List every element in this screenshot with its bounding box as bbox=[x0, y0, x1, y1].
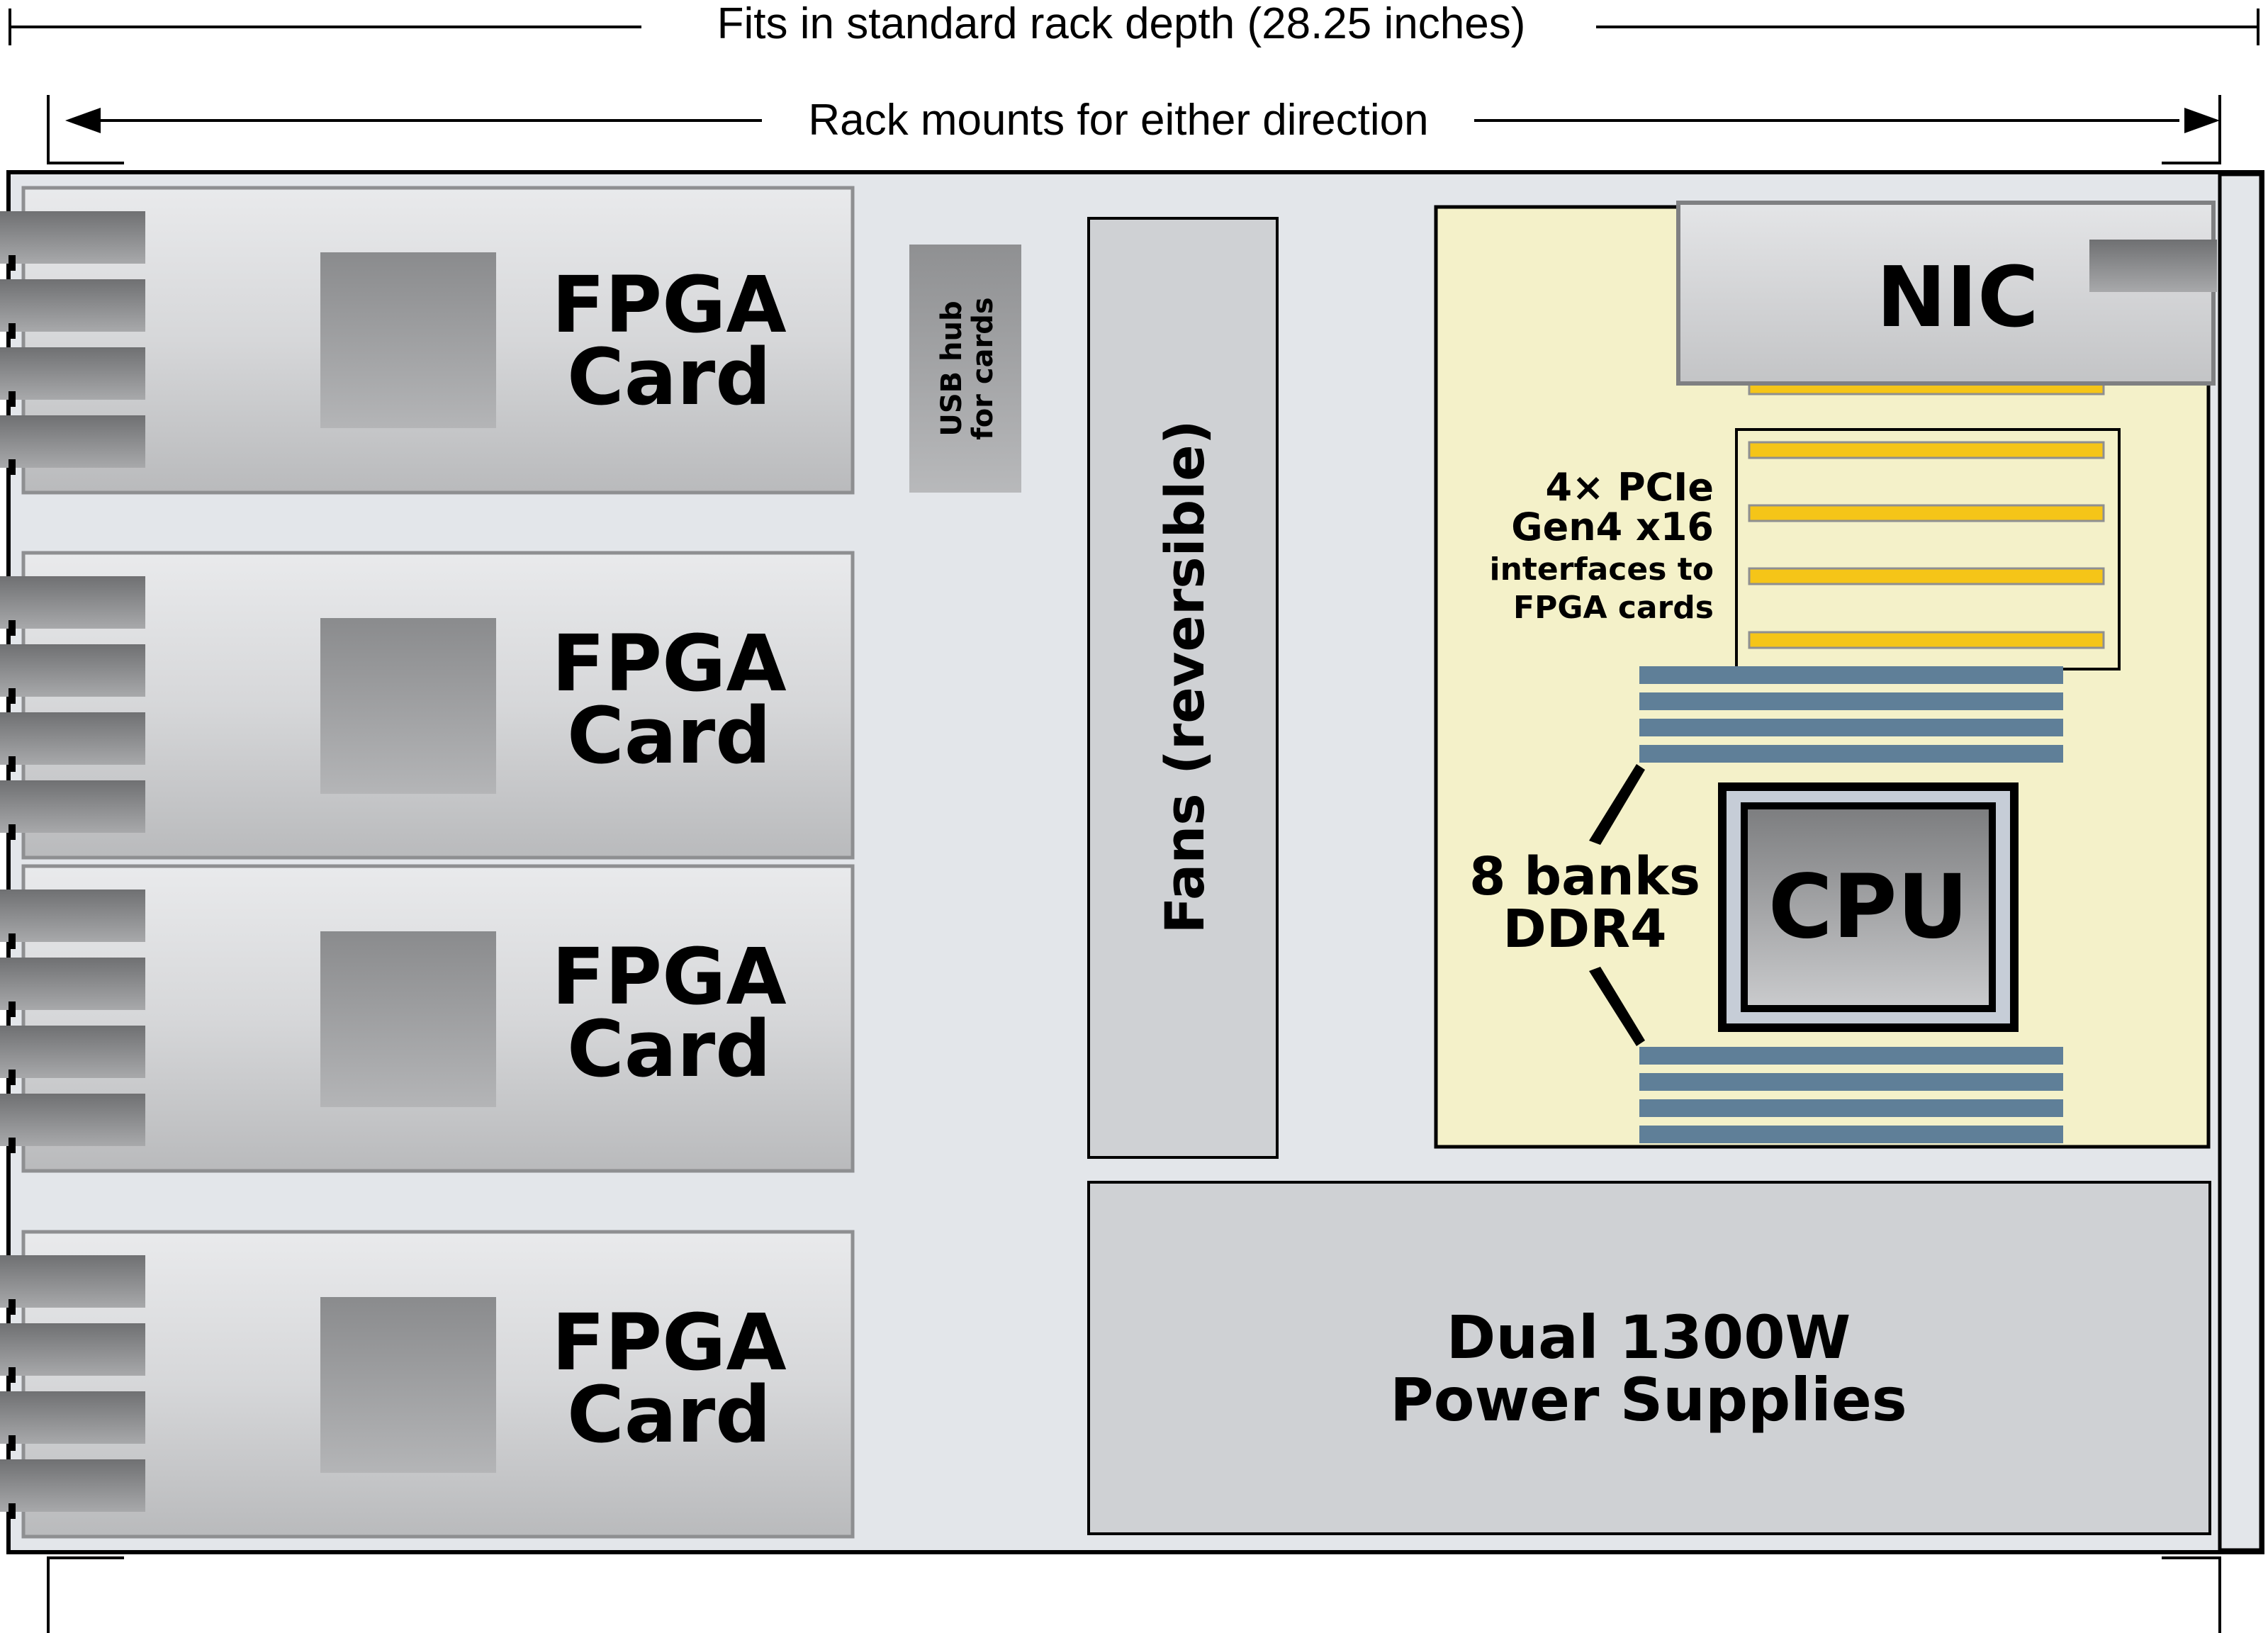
fpga-card-label-line2: Card bbox=[567, 690, 771, 781]
rack-mount-label: Rack mounts for either direction bbox=[808, 96, 1428, 145]
front-panel bbox=[2218, 172, 2263, 1552]
dimm bbox=[1639, 692, 2063, 710]
right-arrowhead-icon bbox=[2184, 108, 2220, 133]
dimm bbox=[1639, 1099, 2063, 1117]
pcie-slot bbox=[1748, 631, 2105, 649]
pcie-slots bbox=[1735, 428, 2121, 670]
cpu-label: CPU bbox=[1768, 856, 1969, 958]
fpga-card-3: FPGA Card bbox=[0, 864, 855, 1173]
nic-label: NIC bbox=[1876, 248, 2038, 346]
card-ports bbox=[0, 890, 145, 1153]
power-supplies: Dual 1300W Power Supplies bbox=[1087, 1181, 2211, 1535]
card-ports bbox=[0, 576, 145, 840]
rack-depth-dimension: Fits in standard rack depth (28.25 inche… bbox=[9, 0, 2259, 48]
dimm bbox=[1639, 1126, 2063, 1143]
fpga-chip bbox=[320, 618, 496, 794]
nic-port bbox=[2089, 240, 2217, 292]
rack-depth-label: Fits in standard rack depth (28.25 inche… bbox=[717, 0, 1526, 48]
fpga-chip bbox=[320, 1297, 496, 1473]
dimm-bank-top bbox=[1639, 666, 2063, 763]
pointer-to-top-dimms bbox=[1589, 764, 1645, 845]
fpga-chip bbox=[320, 252, 496, 428]
fpga-card-label-line2: Card bbox=[567, 332, 771, 422]
dimm bbox=[1639, 745, 2063, 763]
fans: Fans (reversible) bbox=[1087, 217, 1279, 1159]
memory-label-line1: 8 banks bbox=[1469, 846, 1700, 907]
cpu: CPU bbox=[1718, 782, 2019, 1032]
usb-hub-label-line1: USB hub bbox=[936, 301, 968, 436]
rack-ears-bottom bbox=[47, 1556, 2221, 1633]
fpga-card-label-line1: FPGA bbox=[551, 1297, 786, 1388]
fpga-chip bbox=[320, 931, 496, 1107]
pcie-slot bbox=[1748, 567, 2105, 585]
fpga-card-label-line1: FPGA bbox=[551, 931, 786, 1022]
fpga-card-4: FPGA Card bbox=[0, 1230, 855, 1539]
pcie-label-line2: Gen4 x16 bbox=[1511, 505, 1714, 549]
memory-label-line2: DDR4 bbox=[1503, 899, 1666, 960]
dimm bbox=[1639, 1047, 2063, 1065]
dimm bbox=[1639, 719, 2063, 736]
usb-hub: USB hub for cards bbox=[909, 245, 1021, 493]
fpga-card-label-line1: FPGA bbox=[551, 259, 786, 350]
fans-label: Fans (reversible) bbox=[1153, 420, 1216, 934]
pcie-label-line1: 4× PCIe bbox=[1545, 465, 1714, 510]
pcie-slot bbox=[1748, 504, 2105, 522]
fpga-card-label-line2: Card bbox=[567, 1369, 771, 1460]
rack-mount-dimension: Rack mounts for either direction bbox=[47, 95, 2221, 164]
dimm bbox=[1639, 666, 2063, 684]
pcie-label-line4: FPGA cards bbox=[1513, 590, 1714, 626]
fpga-card-label-line1: FPGA bbox=[551, 618, 786, 709]
fpga-card-label-line2: Card bbox=[567, 1004, 771, 1094]
card-ports bbox=[0, 1255, 145, 1519]
pcie-label-line3: interfaces to bbox=[1489, 551, 1714, 588]
memory-label: 8 banks DDR4 bbox=[1469, 764, 1700, 1046]
fpga-card-2: FPGA Card bbox=[0, 551, 855, 860]
usb-hub-label-line2: for cards bbox=[967, 297, 999, 439]
fpga-card-1: FPGA Card bbox=[0, 186, 855, 495]
pointer-to-bottom-dimms bbox=[1589, 967, 1645, 1046]
card-ports bbox=[0, 211, 145, 475]
dimm bbox=[1639, 1073, 2063, 1091]
power-label-line2: Power Supplies bbox=[1390, 1365, 1907, 1435]
pcie-slot bbox=[1748, 441, 2105, 459]
left-arrowhead-icon bbox=[65, 108, 101, 133]
dimm-bank-bottom bbox=[1639, 1047, 2063, 1143]
nic-card: NIC bbox=[1676, 201, 2217, 395]
power-label-line1: Dual 1300W bbox=[1447, 1303, 1851, 1372]
pcie-label: 4× PCIe Gen4 x16 interfaces to FPGA card… bbox=[1489, 465, 1714, 626]
